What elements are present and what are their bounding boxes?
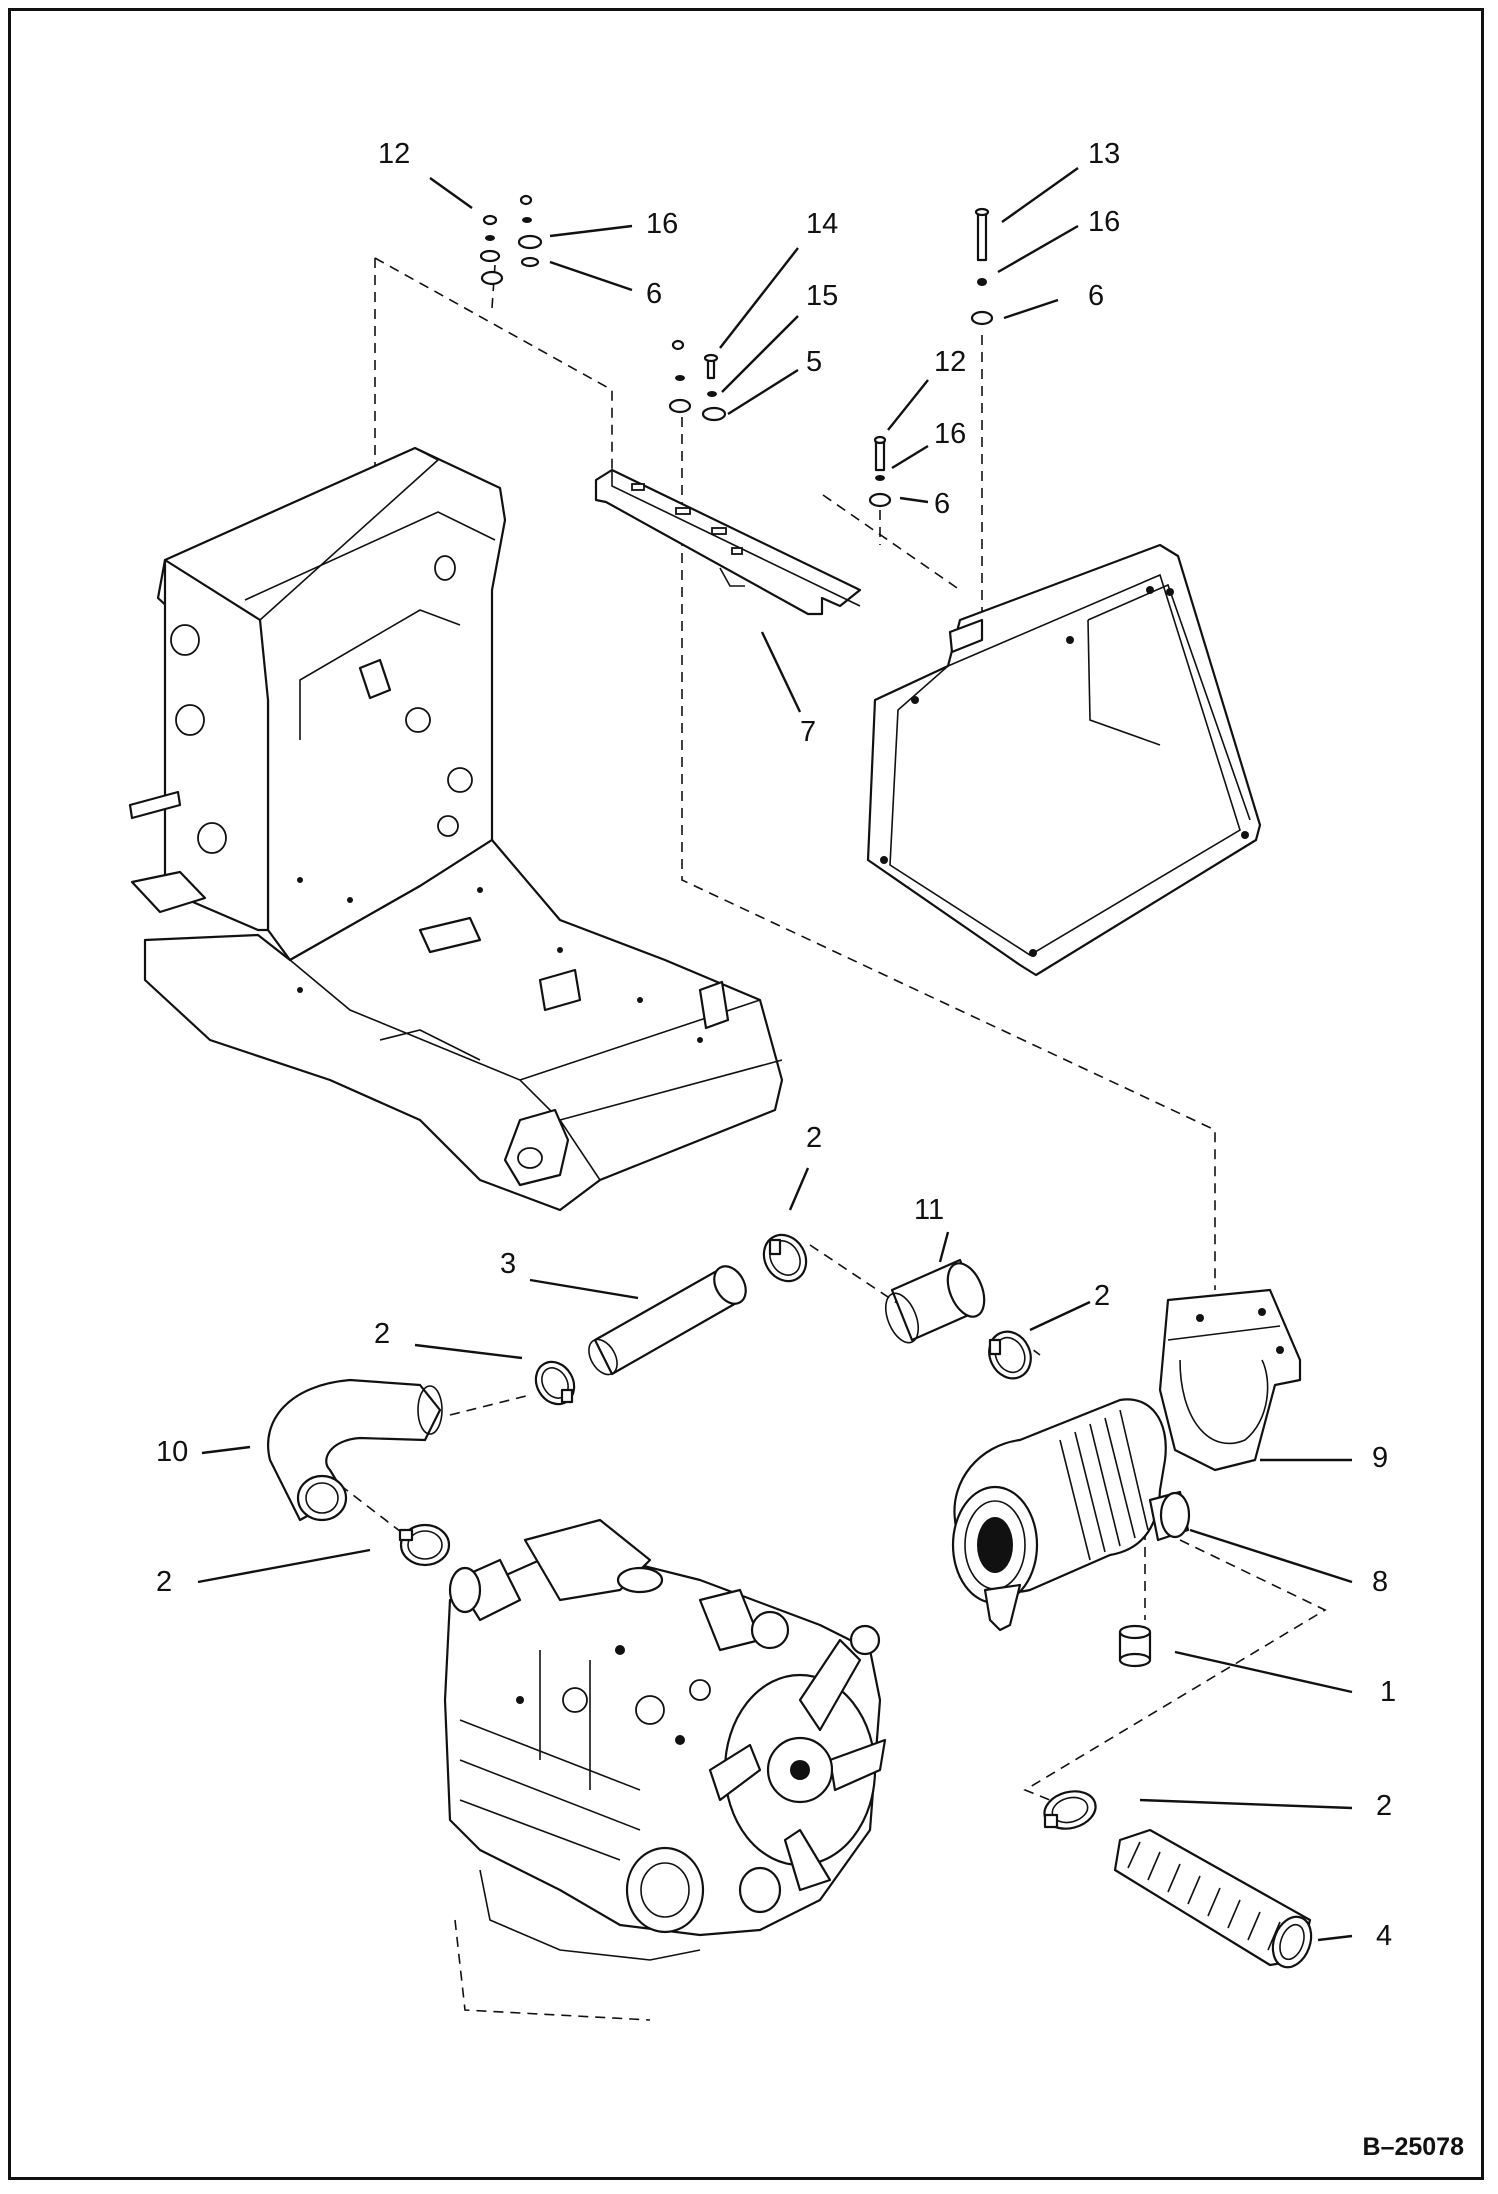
- callout-2: 2: [806, 1122, 823, 1154]
- part-10-elbow-hose: [267, 1378, 443, 1522]
- callout-2: 2: [374, 1318, 391, 1350]
- callout-12: 12: [934, 346, 967, 378]
- engine-fan: [708, 1638, 887, 1892]
- callout-5: 5: [806, 346, 823, 378]
- callout-2: 2: [1376, 1790, 1393, 1822]
- callout-2: 2: [156, 1566, 173, 1598]
- part-7-bracket-plate: [594, 468, 862, 616]
- callout-10: 10: [156, 1436, 189, 1468]
- callout-3: 3: [500, 1248, 517, 1280]
- leader-lines: [197, 167, 1353, 1942]
- part-4-corrugated-hose: [1113, 1828, 1313, 1969]
- callout-16: 16: [646, 208, 679, 240]
- part-11-coupler: [884, 1258, 986, 1344]
- callout-11: 11: [914, 1194, 945, 1226]
- callout-7: 7: [800, 716, 817, 748]
- part-2-clamp-a: [762, 1233, 808, 1283]
- callout-9: 9: [1372, 1442, 1389, 1474]
- callout-6: 6: [1088, 280, 1105, 312]
- callout-1: 1: [1380, 1676, 1397, 1708]
- callout-12: 12: [378, 138, 411, 170]
- callout-6: 6: [646, 278, 663, 310]
- callout-6: 6: [934, 488, 951, 520]
- part-2-clamp-d: [398, 1523, 451, 1567]
- callout-4: 4: [1376, 1920, 1393, 1952]
- callout-16: 16: [1088, 206, 1121, 238]
- part-9-mounting-band: [1158, 1288, 1302, 1472]
- figure-id: B–25078: [1362, 2133, 1464, 2161]
- callout-15: 15: [806, 280, 839, 312]
- engine: [443, 1518, 887, 1961]
- part-2-clamp-e: [1043, 1790, 1097, 1830]
- main-chassis: [128, 446, 784, 1212]
- callout-2: 2: [1094, 1280, 1111, 1312]
- callout-13: 13: [1088, 138, 1121, 170]
- part-1-grommet: [1118, 1624, 1152, 1668]
- hardware-stack-left: [479, 194, 543, 286]
- callout-16: 16: [934, 418, 967, 450]
- callout-8: 8: [1372, 1566, 1389, 1598]
- hardware-stack-right: [868, 207, 994, 508]
- shroud-frame-upper: [866, 543, 1262, 977]
- part-8-air-cleaner: [951, 1398, 1191, 1632]
- part-2-clamp-b: [534, 1360, 576, 1406]
- hardware-stack-center: [668, 339, 727, 422]
- part-3-tube: [588, 1265, 747, 1376]
- part-2-clamp-c: [988, 1330, 1032, 1380]
- callout-14: 14: [806, 208, 839, 240]
